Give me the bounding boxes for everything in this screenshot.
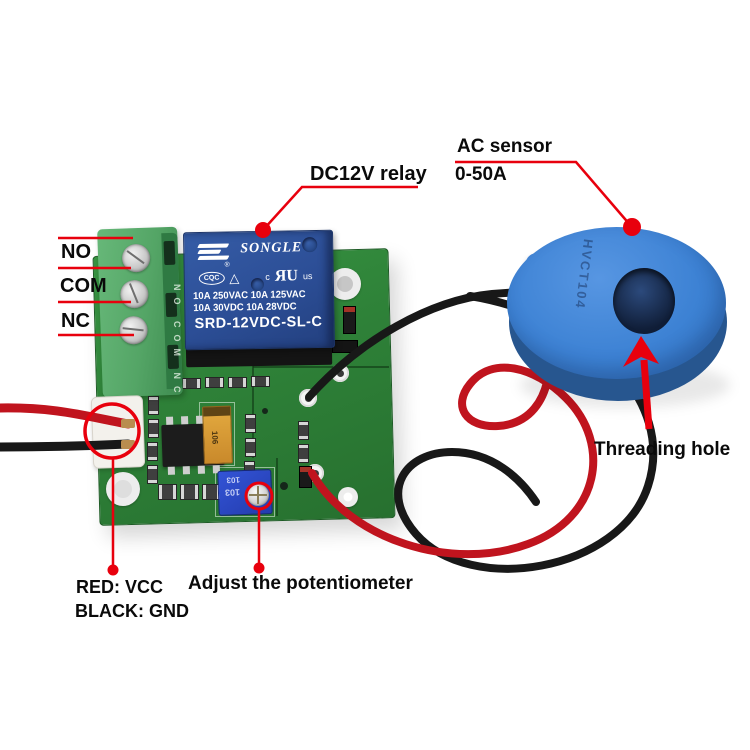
smd-resistor [205,377,224,388]
label-black-gnd: BLACK: GND [75,601,189,621]
label-relay: DC12V relay [310,163,427,185]
red-sensor-wire [308,302,598,559]
via-hole [280,482,288,490]
label-nc: NC [61,310,90,332]
callout-circle-connector [83,402,141,460]
smd-resistor-pair [180,484,199,500]
callout-circle-pot [244,481,274,511]
crimp-pin [121,440,135,449]
smd-resistor-pair [158,484,177,500]
smd-resistor [228,377,247,388]
label-ac-sensor: AC sensor [457,136,553,157]
via-hole [262,408,268,414]
mounting-hole [329,268,361,300]
pcb-isolation-slot [252,366,254,458]
smd-resistor [251,376,270,387]
callout-dot-sensor [623,218,641,236]
callout-leader-relay [262,185,418,231]
label-com: COM [60,275,107,297]
diode [343,306,356,334]
smd-resistor [298,421,309,440]
smd-resistor [148,419,159,438]
smd-resistor [298,444,309,463]
callout-leader-sensor [455,160,632,227]
potentiometer-screw [247,484,269,506]
label-adjust-pot: Adjust the potentiometer [188,573,413,594]
crimp-pin [121,419,135,428]
smd-resistor [245,414,256,433]
callout-dot-pot [253,562,265,574]
label-no: NO [61,241,91,263]
label-threading-hole: Threading hole [594,439,731,460]
callout-dot-relay [255,222,271,238]
pcb-isolation-slot [253,366,389,368]
smd-resistor [245,438,256,457]
smd-resistor [147,442,158,461]
smd-resistor [147,465,158,484]
mounting-hole [338,487,358,507]
pcb-isolation-slot [276,458,278,516]
threading-arrow-shaft [640,359,653,430]
label-red-vcc: RED: VCC [76,577,164,597]
black-power-wire [0,439,133,452]
sensor-threading-hole [613,268,675,334]
red-power-wire [0,403,133,429]
mounting-hole [106,472,140,506]
label-ac-range: 0-50A [455,164,507,185]
callout-dot-connector [107,564,119,576]
threading-arrow-head-icon [623,336,659,367]
smd-resistor [148,396,159,415]
